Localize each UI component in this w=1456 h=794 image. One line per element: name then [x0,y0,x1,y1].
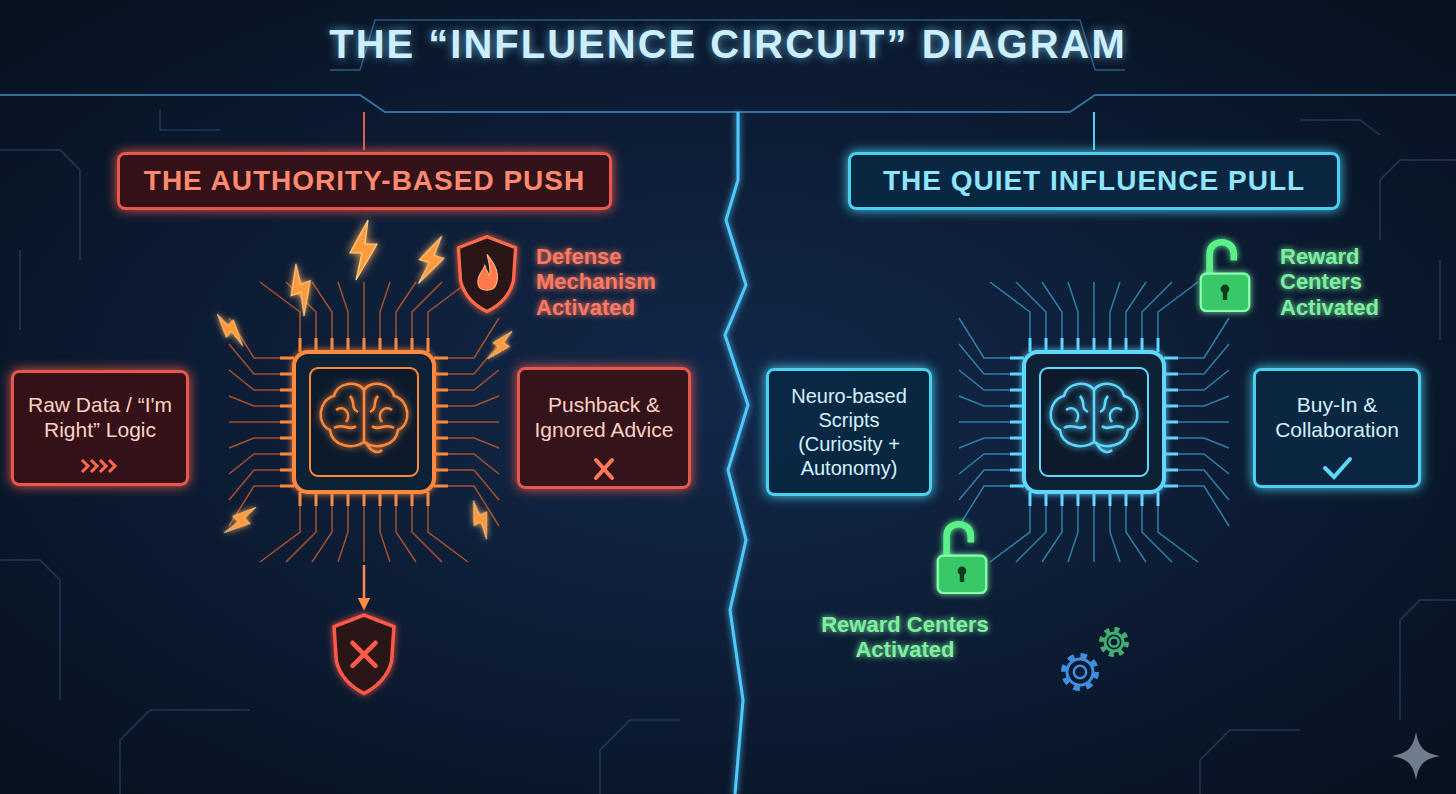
defense-shield [458,237,515,312]
cross-mark [584,456,624,482]
lightning-bolt [413,232,449,288]
box-text: Pushback & Ignored Advice [530,392,678,442]
box-text: Raw Data / “I'm Right” Logic [24,392,176,442]
output-box: Pushback & Ignored Advice [517,367,691,489]
header-text: THE AUTHORITY-BASED PUSH [144,164,585,198]
circuit-trace [120,710,250,794]
box-text: Buy-In & Collaboration [1266,392,1408,442]
chevron-marks [80,453,120,479]
status-label: Defense Mechanism Activated [536,244,686,320]
gear-icon [1102,630,1126,654]
lightning-bolt [221,500,261,542]
lightning-bolt [463,498,499,542]
divider-line [725,112,748,794]
output-box: Buy-In & Collaboration [1253,368,1421,488]
circuit-trace [0,560,60,700]
brain-chip [959,282,1229,562]
connector-stub [1093,112,1095,150]
header-text: THE QUIET INFLUENCE PULL [883,164,1305,198]
circuit-trace [1400,600,1456,720]
circuit-trace [1200,730,1300,794]
circuit-trace [1439,260,1441,340]
unlocked-padlock [1201,242,1249,311]
status-label: Reward Centers Activated [1280,244,1430,320]
circuit-trace [1380,160,1456,240]
lightning-bolt [350,220,377,280]
arrow-line [192,426,262,431]
lightning-bolt [281,261,321,318]
circuit-trace [160,110,220,130]
circuit-trace [19,250,21,330]
gear-icon [1064,656,1096,688]
check-mark [1317,455,1357,481]
lightning-bolt [210,309,252,349]
figure-group [192,220,1440,780]
blocked-shield [334,615,394,693]
brain-chip [229,282,499,562]
input-box: Neuro-based Scripts (Curiosity + Autonom… [766,368,932,496]
watermark-sparkle [1392,732,1440,780]
input-box: Raw Data / “I'm Right” Logic [11,370,189,486]
arrow-line [363,565,366,608]
title-frame [0,95,1456,112]
arrow-line [1198,426,1250,431]
diagram-title: THE “INFLUENCE CIRCUIT” DIAGRAM [329,22,1127,66]
unlocked-padlock [938,524,986,593]
box-text: Neuro-based Scripts (Curiosity + Autonom… [781,384,917,480]
title-wrap: THE “INFLUENCE CIRCUIT” DIAGRAM [0,22,1456,67]
arrow-line [936,426,994,431]
circuit-trace [0,150,80,260]
circuit-trace [600,720,680,794]
connector-stub [363,112,365,150]
arrow-line [468,426,514,431]
circuit-traces [0,110,1456,794]
panel-header: THE QUIET INFLUENCE PULL [848,152,1340,210]
status-label: Reward Centers Activated [790,612,1020,663]
panel-header: THE AUTHORITY-BASED PUSH [117,152,612,210]
lightning-bolt [485,326,517,365]
circuit-trace [1300,120,1380,135]
